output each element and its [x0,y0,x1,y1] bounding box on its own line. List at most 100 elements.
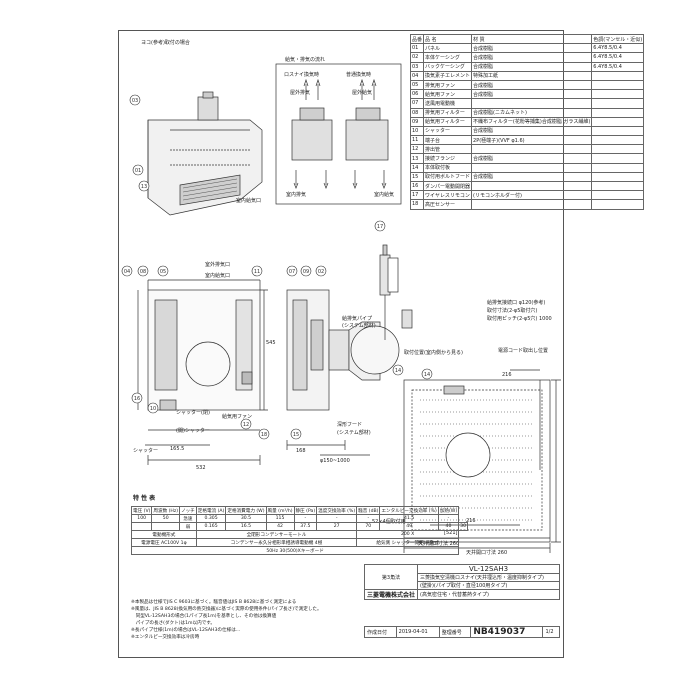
parts-cell: 特殊加工紙 [471,70,593,81]
parts-cell: 15 [409,171,425,183]
parts-cell [591,135,645,146]
num-09: 09 [303,269,309,275]
spec-cell: 16.5 [225,522,267,531]
parts-cell: 12 [409,144,425,155]
parts-cell: 換気素子エレメント [423,70,473,81]
desc-1: 三菱換気空清機ロスナイ(天井埋込形・温度抑制タイプ) [417,573,560,582]
spec-b: 電源電圧 AC100V 1φ [131,538,197,547]
num-05: 08 [140,269,146,275]
spec-cell: 50 [151,514,181,523]
parts-cell [591,153,645,164]
parts-cell [591,190,645,201]
parts-header-2: 材 質 [471,33,593,45]
parts-cell: 給気用ファン [423,89,473,100]
num-08: 07 [289,269,295,275]
num-18: 14 [424,372,430,378]
parts-cell [471,162,593,173]
spec-cell: エンタルピー交換効率 (%) [379,506,439,515]
num-01: 03 [132,98,138,104]
note-line: ※風量は、JIS B 8628(換気用の熱交換器)に基づく実際の使用条件(パイプ… [131,607,322,612]
shutter-side: シャッター [133,448,159,454]
parts-cell: 合成樹脂 [471,79,593,91]
num-04: 04 [124,269,130,275]
parts-header-1: 品 名 [423,33,473,45]
parts-cell [591,98,645,109]
parts-cell: 合成樹脂 [471,43,593,54]
spec-cell [130,522,153,531]
spec-motor-val: 全閉形コンデンサーモートル [195,530,358,539]
spec-d: 200 X [356,530,460,539]
parts-cell: シャッター [423,125,473,137]
spec-cell: 加熱(W) [437,506,460,515]
parts-cell: 合成樹脂 [471,153,593,164]
spec-cell: 温度交換効率 (%) [316,506,358,515]
parts-cell: 排出管 [423,144,473,155]
dim-ceiling-2: 天井開口寸法 260 [466,550,508,556]
parts-cell: 高圧センサー [423,199,473,210]
parts-cell [591,107,645,118]
airflow-exhaust-out: 屋外排気 [290,90,311,96]
cord-label: 電源コード取出し位置 [498,348,549,354]
port-note-3: 取付用ピッチ(2-φ5穴) 1000 [487,316,552,322]
parts-cell: 2P(極端子)(VVF φ1.6) [471,135,593,146]
parts-cell: 14 [409,162,425,173]
parts-cell [591,70,645,81]
parts-cell: 合成樹脂(ニカムネット) [471,107,593,118]
spec-e: 給気側 シャッター開閉 手動式 [356,538,460,547]
exhaust-port-label: 室外排気口 [205,262,231,268]
drawing-frame [118,30,564,658]
num-17: 14 [395,368,401,374]
parts-cell: 取付用ボルトフード [423,171,473,183]
model: VL-12SAH3 [417,564,560,574]
spec-cell: - [437,514,460,523]
mount-label: 取付位置(室内側から見る) [404,350,463,356]
spec-cell: 急速 [179,514,197,523]
spec-cell: 100 [130,514,153,523]
duct-label: 給排気パイプ [342,316,373,322]
spec-cell [151,522,181,531]
dim-545: 545 [266,340,276,346]
spec-cell: 70 [356,522,381,531]
spec-cell: 41.5 [379,514,439,523]
third-angle: 第3角法 [363,564,419,590]
parts-cell: 09 [409,116,425,127]
note-line: ※エンタルピー交換効率は冷房時 [131,635,200,640]
parts-cell: バックケーシング [423,61,473,72]
spec-cell: 0.305 [195,514,227,523]
duct-sub: (システム部材) [342,323,376,329]
spec-cell: 定格消費電力 (W) [225,506,267,515]
parts-cell: 10 [409,125,425,137]
airflow-room-side: ロスナイ換気時 [284,72,320,78]
num-12: 10 [150,406,156,412]
spec-cell: 騒音 (dB) [356,506,381,515]
parts-cell: 不織布フィルター(花粉等捕集)合成樹脂 ガラス繊維) [471,116,593,127]
spec-cell: 40 [437,522,460,531]
num-02: 01 [135,168,141,174]
num-07: 11 [254,269,260,275]
date-label: 作成日付 [364,626,397,638]
parts-cell: 合成樹脂 [471,171,593,183]
parts-cell: 6.4Y8.5/0.4 [591,43,645,54]
parts-header-0: 品番 [409,33,425,45]
shutter-open: (開)シャッター [176,428,210,434]
parts-cell: 06 [409,89,425,100]
spec-cell: 定格電流 (A) [195,506,227,515]
port-note-1: 給排気接続口 φ120(参考) [487,300,546,306]
parts-cell: 排気用フィルター [423,107,473,118]
title-block: 第3角法 VL-12SAH3 三菱換気空清機ロスナイ(天井埋込形・温度抑制タイプ… [363,564,560,600]
parts-cell [471,180,593,192]
spec-cell: 弱 [179,522,197,531]
spec-cell: 30.5 [225,514,267,523]
spec-title: 特 性 表 [133,495,156,502]
parts-cell [591,116,645,127]
